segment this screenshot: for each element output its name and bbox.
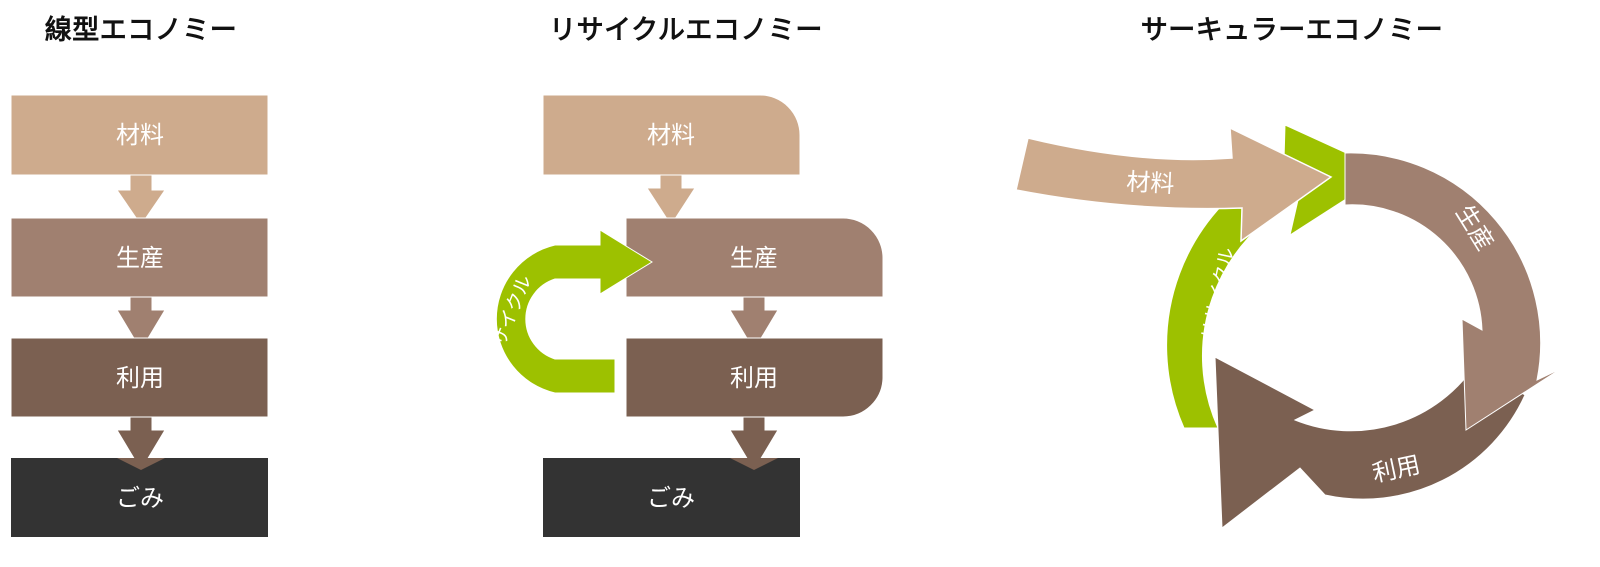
recycle-economy-title: リサイクルエコノミー xyxy=(549,15,823,46)
recycle-material-label: 材料 xyxy=(647,121,695,149)
linear-waste-box xyxy=(11,458,268,537)
recycle-material-box xyxy=(542,94,801,176)
linear-diagram: 材料 生産 利用 ごみ xyxy=(10,94,269,537)
circular-use-arrow xyxy=(1214,356,1526,529)
linear-waste-label: ごみ xyxy=(116,484,164,512)
circular-material-label: 材料 xyxy=(1126,168,1175,198)
recycle-arrow-3 xyxy=(729,416,779,471)
linear-use-label: 利用 xyxy=(116,364,164,392)
recycle-production-label: 生産 xyxy=(730,244,778,272)
circular-production-arrow xyxy=(1344,152,1563,431)
circular-recycle-arrow xyxy=(1166,124,1390,429)
circular-material-arrow xyxy=(1015,126,1333,243)
recycle-production-box xyxy=(625,217,884,298)
recycle-arrow-3-head xyxy=(730,458,778,470)
linear-arrow-1 xyxy=(116,174,166,226)
linear-arrow-2 xyxy=(116,296,166,351)
linear-material-box xyxy=(10,94,269,176)
recycle-waste-label: ごみ xyxy=(647,484,695,512)
linear-material-label: 材料 xyxy=(116,121,164,149)
circular-diagram: 材料 生産 利用 リサイクル xyxy=(1015,124,1563,529)
linear-arrow-3-head xyxy=(117,458,165,470)
circular-economy-title: サーキュラーエコノミー xyxy=(1140,15,1444,46)
linear-arrow-3 xyxy=(116,416,166,471)
recycle-arrow-2 xyxy=(729,296,779,351)
linear-economy-title: 線型エコノミー xyxy=(44,15,238,46)
linear-production-label: 生産 xyxy=(116,244,164,272)
recycle-use-label: 利用 xyxy=(730,364,778,392)
recycle-arrow-1 xyxy=(646,174,696,226)
recycle-diagram: 材料 生産 利用 ごみ リサイクル xyxy=(481,94,884,537)
recycle-use-box xyxy=(625,337,884,418)
recycle-loop-arrow xyxy=(495,229,653,394)
linear-production-box xyxy=(10,217,269,298)
linear-use-box xyxy=(10,337,269,418)
recycle-waste-box xyxy=(543,458,800,537)
